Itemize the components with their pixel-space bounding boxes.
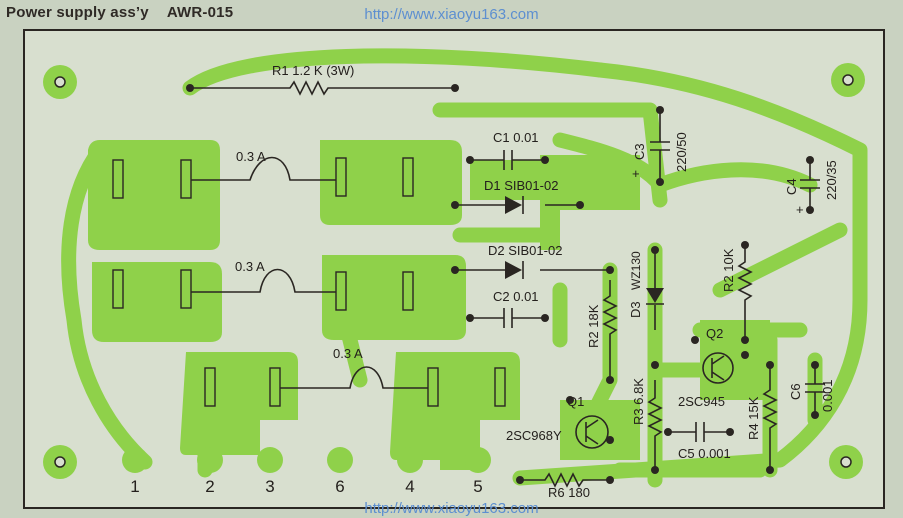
copper-traces	[61, 48, 868, 488]
label-c3-value: 220/50	[674, 132, 689, 172]
watermark-bottom: http://www.xiaoyu163.com	[364, 500, 539, 517]
terminal-6: 6	[335, 477, 344, 496]
title-text: Power supply ass’y	[6, 4, 149, 21]
label-q2-type: 2SC945	[678, 394, 725, 409]
watermark-top: http://www.xiaoyu163.com	[364, 6, 539, 23]
model-number: AWR-015	[166, 4, 234, 21]
terminal-labels: 1 2 3 6 4 5	[130, 477, 482, 496]
fuse-label-3: 0.3 A	[333, 346, 363, 361]
fuse-labels: 0.3 A 0.3 A 0.3 A	[235, 149, 363, 361]
label-d3-value: WZ130	[629, 251, 643, 290]
terminal-1: 1	[130, 477, 139, 496]
label-c4-value: 220/35	[824, 160, 839, 200]
terminal-3: 3	[265, 477, 274, 496]
label-d1: D1 SIB01-02	[484, 178, 558, 193]
label-r3: R3 6.8K	[631, 378, 646, 425]
label-d3-name: D3	[628, 301, 643, 318]
label-c5: C5 0.001	[678, 446, 731, 461]
label-c6-value: 0.001	[820, 379, 835, 412]
label-r6: R6 180	[548, 485, 590, 500]
terminal-5: 5	[473, 477, 482, 496]
label-r2-left: R2 18K	[586, 304, 601, 348]
label-q1: Q1	[567, 394, 584, 409]
label-c2: C2 0.01	[493, 289, 539, 304]
label-polarity-c4: +	[796, 202, 804, 217]
label-c1: C1 0.01	[493, 130, 539, 145]
page-title: Power supply ass’y AWR-015	[6, 4, 233, 21]
label-q1-type: 2SC968Y	[506, 428, 562, 443]
label-c6-name: C6	[788, 383, 803, 400]
terminal-2: 2	[205, 477, 214, 496]
label-r1: R1 1.2 K (3W)	[272, 63, 354, 78]
label-d2: D2 SIB01-02	[488, 243, 562, 258]
label-c3-name: C3	[632, 143, 647, 160]
label-r2-right: R2 10K	[721, 248, 736, 292]
label-c4-name: C4	[784, 178, 799, 195]
fuse-holder-contacts	[112, 157, 506, 407]
label-q2: Q2	[706, 326, 723, 341]
fuse-label-1: 0.3 A	[236, 149, 266, 164]
component-labels: R1 1.2 K (3W) C1 0.01 D1 SIB01-02 D2 SIB…	[272, 63, 839, 500]
fuse-wires	[191, 156, 428, 389]
mounting-holes	[54, 74, 854, 468]
label-r4: R4 15K	[746, 396, 761, 440]
label-polarity-c3: +	[632, 166, 640, 181]
component-symbols	[186, 80, 825, 488]
fuse-label-2: 0.3 A	[235, 259, 265, 274]
terminal-4: 4	[405, 477, 414, 496]
